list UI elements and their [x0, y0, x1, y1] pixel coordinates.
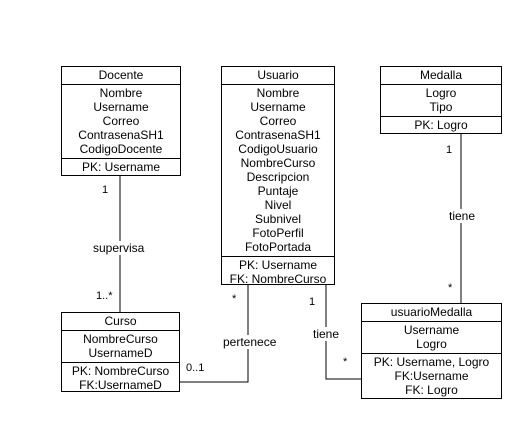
attribute: Correo [102, 114, 140, 128]
attribute-list: Nombre Username Correo ContrasenaSH1 Cod… [222, 85, 334, 257]
attribute: Logro [425, 86, 457, 100]
attribute: NombreCurso [83, 332, 158, 346]
entity-medalla[interactable]: Medalla Logro Tipo PK: Logro [380, 66, 502, 134]
multiplicity-usuario-tiene: 1 [309, 296, 316, 308]
attribute-list: Username Logro [362, 322, 501, 354]
key: FK:Username [394, 369, 469, 383]
key: PK: Username [238, 258, 318, 272]
key-list: PK: Logro [381, 117, 501, 134]
multiplicity-usuariomedalla-tiene-medalla: * [448, 282, 453, 294]
line-usuario-usuariomedalla [325, 285, 361, 380]
multiplicity-docente: 1 [102, 184, 109, 196]
attribute-list: Logro Tipo [381, 85, 501, 117]
key: FK: Logro [405, 383, 458, 397]
attribute: Nombre [99, 86, 143, 100]
attribute: UsernameD [88, 346, 153, 360]
key: PK: Username, Logro [373, 355, 490, 369]
attribute: ContrasenaSH1 [78, 128, 164, 142]
attribute: Tipo [429, 100, 453, 114]
key: PK: Username [81, 160, 161, 174]
attribute: Subnivel [254, 212, 302, 226]
key-list: PK: Username, Logro FK:Username FK: Logr… [362, 354, 501, 399]
entity-title: Medalla [381, 67, 501, 85]
multiplicity-usuariomedalla-tiene-usuario: * [343, 356, 348, 368]
key-list: PK: NombreCurso FK:UsernameD [62, 363, 179, 394]
attribute: Username [93, 100, 149, 114]
attribute-list: NombreCurso UsernameD [62, 331, 179, 363]
attribute-list: Nombre Username Correo ContrasenaSH1 Cod… [62, 85, 180, 159]
relationship-label-supervisa: supervisa [93, 241, 145, 255]
entity-title: Usuario [222, 67, 334, 85]
relationship-label-pertenece: pertenece [223, 335, 277, 349]
key-list: PK: Username FK: NombreCurso [222, 257, 334, 288]
attribute: Logro [416, 337, 447, 351]
entity-title: usuarioMedalla [362, 304, 501, 322]
attribute: Nombre [256, 86, 300, 100]
entity-curso[interactable]: Curso NombreCurso UsernameD PK: NombreCu… [61, 312, 180, 392]
multiplicity-medalla: 1 [446, 144, 453, 156]
key: FK: NombreCurso [229, 272, 327, 286]
attribute: Puntaje [257, 184, 299, 198]
entity-title: Docente [62, 67, 180, 85]
multiplicity-curso-supervisa: 1..* [96, 290, 113, 302]
attribute: Username [403, 323, 460, 337]
key: FK:UsernameD [79, 378, 162, 392]
relationship-label-tiene-medalla: tiene [449, 209, 476, 223]
attribute: Correo [259, 114, 297, 128]
key: PK: Logro [414, 118, 468, 132]
key: PK: NombreCurso [71, 364, 170, 378]
line-usuario-curso [180, 285, 249, 383]
attribute: Nivel [264, 198, 292, 212]
attribute: Descripcion [246, 170, 310, 184]
attribute: FotoPortada [244, 240, 312, 254]
attribute: NombreCurso [240, 156, 316, 170]
relationship-label-tiene-usuario: tiene [313, 327, 340, 341]
attribute: ContrasenaSH1 [235, 128, 321, 142]
entity-usuario[interactable]: Usuario Nombre Username Correo Contrasen… [221, 66, 335, 288]
multiplicity-usuario-pertenece: * [232, 293, 237, 305]
attribute: CodigoDocente [79, 142, 163, 156]
attribute: FotoPerfil [252, 226, 304, 240]
entity-usuariomedalla[interactable]: usuarioMedalla Username Logro PK: Userna… [361, 303, 502, 399]
entity-title: Curso [62, 313, 179, 331]
key-list: PK: Username [62, 159, 180, 176]
attribute: Username [250, 100, 306, 114]
attribute: CodigoUsuario [238, 142, 318, 156]
multiplicity-curso-pertenece: 0..1 [186, 362, 205, 374]
entity-docente[interactable]: Docente Nombre Username Correo Contrasen… [61, 66, 181, 176]
